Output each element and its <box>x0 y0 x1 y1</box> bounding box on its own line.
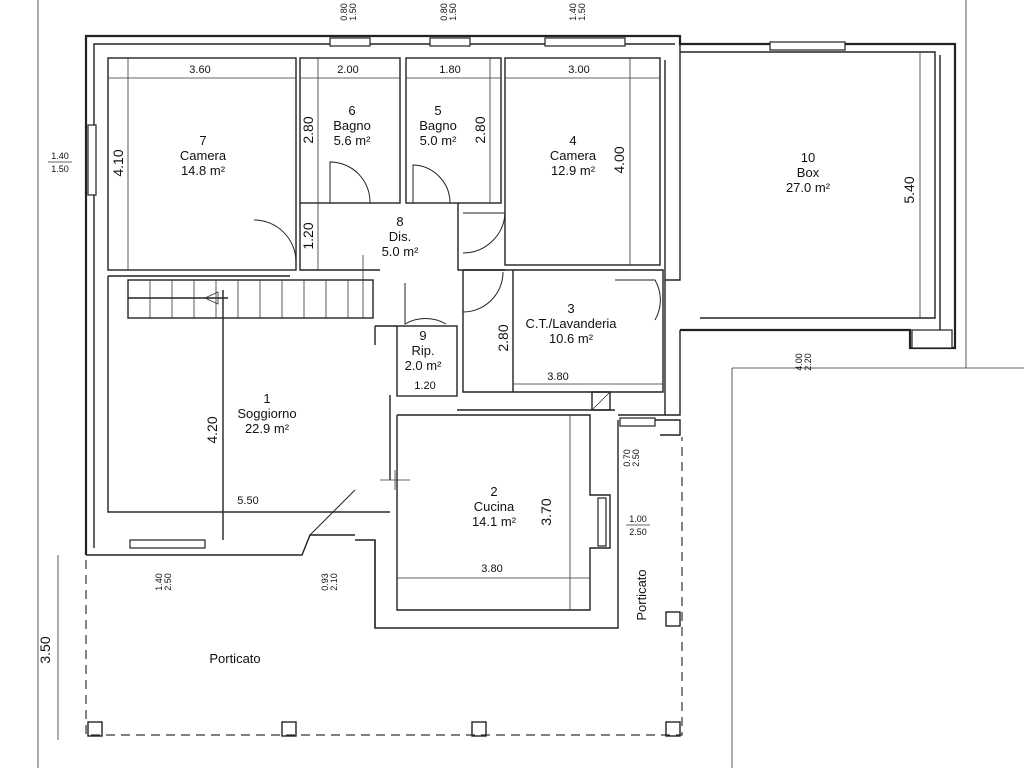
room-number: 7 <box>199 133 206 148</box>
room-area: 27.0 m² <box>786 180 831 195</box>
room-name: Camera <box>550 148 597 163</box>
room-label-3: 3 C.T./Lavanderia 10.6 m² <box>525 301 617 346</box>
room-area: 5.0 m² <box>420 133 458 148</box>
staircase <box>127 255 374 319</box>
room-label-9: 9 Rip. 2.0 m² <box>405 328 443 373</box>
porch-label: Porticato <box>209 651 260 666</box>
window-sill: 1.50 <box>348 3 358 21</box>
window-sill: 1.50 <box>577 3 587 21</box>
window-note: 0.80 1.50 <box>439 3 458 21</box>
window-height: 0.93 <box>320 573 330 591</box>
doors <box>253 161 661 536</box>
room-area: 10.6 m² <box>549 331 594 346</box>
room-number: 4 <box>569 133 576 148</box>
room-number: 5 <box>434 103 441 118</box>
room-number: 8 <box>396 214 403 229</box>
window-sill: 2.50 <box>163 573 173 591</box>
room-area: 12.9 m² <box>551 163 596 178</box>
dimension-label: 1.20 <box>300 222 316 249</box>
window-height: 0.80 <box>439 3 449 21</box>
window-note: 1.00 2.50 <box>626 514 650 537</box>
room-name: Cucina <box>474 499 515 514</box>
room-name: Soggiorno <box>237 406 296 421</box>
window-sill: 2.10 <box>329 573 339 591</box>
room-area: 22.9 m² <box>245 421 290 436</box>
porch-label-side: Porticato <box>634 569 649 620</box>
room-label-6: 6 Bagno 5.6 m² <box>333 103 371 148</box>
room-label-5: 5 Bagno 5.0 m² <box>419 103 457 148</box>
room-area: 5.0 m² <box>382 244 420 259</box>
dimension-label: 3.70 <box>538 498 554 525</box>
window-height: 1.40 <box>568 3 578 21</box>
window-sill: 2.50 <box>629 527 647 537</box>
window-sill: 2.50 <box>631 449 641 467</box>
porch-outline <box>85 391 683 737</box>
window-sill: 1.50 <box>51 164 69 174</box>
room-area: 5.6 m² <box>334 133 372 148</box>
window-note: 1.40 1.50 <box>568 3 587 21</box>
dimension-label: 3.80 <box>547 371 568 383</box>
room-area: 2.0 m² <box>405 358 443 373</box>
window-sill: 2.20 <box>803 353 813 371</box>
room-label-2: 2 Cucina 14.1 m² <box>472 484 517 529</box>
room-name: C.T./Lavanderia <box>525 316 617 331</box>
window-note: 4.00 2.20 <box>794 353 813 371</box>
dimension-label: 2.80 <box>472 116 488 143</box>
dimension-label: 4.20 <box>204 416 220 443</box>
room-name: Bagno <box>333 118 371 133</box>
room-label-7: 7 Camera 14.8 m² <box>180 133 227 178</box>
room-number: 3 <box>567 301 574 316</box>
room-number: 9 <box>419 328 426 343</box>
room-number: 1 <box>263 391 270 406</box>
room-label-4: 4 Camera 12.9 m² <box>550 133 597 178</box>
room-name: Box <box>797 165 820 180</box>
dimension-lines <box>57 52 921 740</box>
dimension-label: 1.20 <box>414 380 435 392</box>
site-boundary <box>37 0 1024 768</box>
room-label-10: 10 Box 27.0 m² <box>786 150 831 195</box>
window-height: 1.00 <box>629 514 647 524</box>
room-area: 14.8 m² <box>181 163 226 178</box>
dimension-label: 3.60 <box>189 64 210 76</box>
outer-walls <box>84 34 957 629</box>
room-name: Rip. <box>411 343 434 358</box>
dimension-label: 5.40 <box>901 176 917 203</box>
room-name: Dis. <box>389 229 411 244</box>
room-number: 10 <box>801 150 815 165</box>
window-note: 0.80 1.50 <box>339 3 358 21</box>
window-height: 4.00 <box>794 353 804 371</box>
room-name: Bagno <box>419 118 457 133</box>
window-height: 0.70 <box>622 449 632 467</box>
dimension-label: 3.50 <box>37 636 53 663</box>
room-name: Camera <box>180 148 227 163</box>
dimension-label: 1.80 <box>439 64 460 76</box>
dimension-label: 5.50 <box>237 495 258 507</box>
window-height: 0.80 <box>339 3 349 21</box>
dimension-label: 3.00 <box>568 64 589 76</box>
dimension-label: 2.00 <box>337 64 358 76</box>
dimension-label: 2.80 <box>495 324 511 351</box>
room-area: 14.1 m² <box>472 514 517 529</box>
window-sill: 1.50 <box>448 3 458 21</box>
dimension-label: 4.00 <box>611 146 627 173</box>
dimension-label: 4.10 <box>110 149 126 176</box>
window-marks <box>87 37 953 549</box>
room-number: 2 <box>490 484 497 499</box>
window-height: 1.40 <box>154 573 164 591</box>
dimension-label: 3.80 <box>481 563 502 575</box>
room-label-1: 1 Soggiorno 22.9 m² <box>237 391 296 436</box>
dimension-label: 2.80 <box>300 116 316 143</box>
room-label-8: 8 Dis. 5.0 m² <box>382 214 420 259</box>
room-number: 6 <box>348 103 355 118</box>
window-note: 1.40 1.50 <box>48 151 72 174</box>
window-note: 0.70 2.50 <box>622 449 641 467</box>
window-note: 0.93 2.10 <box>320 573 339 591</box>
window-height: 1.40 <box>51 151 69 161</box>
window-note: 1.40 2.50 <box>154 573 173 591</box>
